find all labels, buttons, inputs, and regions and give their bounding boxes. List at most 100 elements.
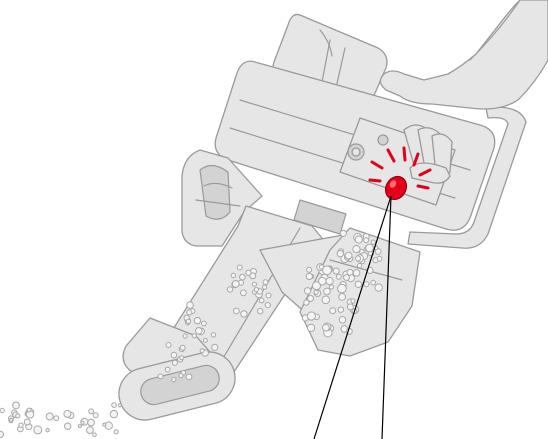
- debris-particle: [88, 419, 95, 426]
- debris-particle: [307, 267, 312, 272]
- debris-particle: [19, 423, 23, 427]
- debris-particle: [64, 410, 71, 417]
- debris-particle: [240, 274, 246, 280]
- debris-particle: [16, 414, 20, 418]
- debris-particle: [46, 413, 53, 420]
- debris-particle: [263, 280, 268, 285]
- debris-particle: [166, 343, 171, 348]
- debris-particle: [114, 430, 118, 434]
- debris-particle: [338, 307, 343, 312]
- debris-particle: [330, 308, 336, 314]
- debris-particle: [375, 284, 382, 291]
- debris-particle: [232, 281, 239, 288]
- debris-particle: [307, 312, 315, 320]
- debris-particle: [241, 290, 247, 296]
- debris-particle: [254, 288, 258, 292]
- debris-particle: [227, 287, 232, 292]
- debris-particle: [183, 334, 187, 338]
- debris-particle: [203, 338, 207, 342]
- debris-particle: [366, 244, 374, 252]
- debris-particle: [371, 240, 375, 244]
- debris-particle: [347, 269, 353, 275]
- debris-particle: [200, 349, 204, 353]
- debris-particle: [319, 277, 327, 285]
- debris-particle: [314, 290, 318, 294]
- debris-particle: [87, 427, 94, 434]
- debris-particle: [103, 423, 106, 426]
- debris-particle: [355, 281, 361, 287]
- debris-particle: [172, 378, 176, 382]
- debris-particle: [180, 356, 184, 360]
- debris-particle: [355, 236, 362, 243]
- debris-particle: [24, 419, 30, 425]
- debris-particle: [266, 293, 271, 298]
- debris-particle: [231, 273, 235, 277]
- debris-particle: [241, 311, 247, 317]
- debris-particle: [356, 256, 361, 261]
- debris-particle: [250, 273, 256, 279]
- debris-particle: [339, 294, 346, 301]
- debris-particle: [93, 433, 97, 437]
- debris-particle: [351, 299, 355, 303]
- debris-particle: [118, 404, 121, 407]
- debris-particle: [172, 360, 177, 365]
- debris-particle: [307, 324, 314, 331]
- debris-particle: [202, 321, 207, 326]
- debris-particle: [364, 238, 369, 243]
- debris-particle: [258, 309, 263, 314]
- debris-particle: [322, 296, 330, 304]
- debris-particle: [110, 410, 117, 417]
- debris-particle: [259, 298, 264, 303]
- debris-particle: [212, 344, 218, 350]
- debris-particle: [357, 263, 361, 267]
- debris-particle: [27, 408, 31, 412]
- debris-particle: [187, 302, 194, 309]
- debris-particle: [54, 416, 59, 421]
- debris-particle: [187, 310, 192, 315]
- debris-particle: [81, 421, 84, 424]
- debris-particle: [186, 374, 192, 380]
- debris-particle: [337, 250, 343, 256]
- debris-particle: [158, 374, 163, 379]
- debris-particle: [112, 403, 117, 408]
- debris-particle: [364, 282, 369, 287]
- debris-particle: [180, 345, 185, 350]
- debris-particle: [252, 282, 256, 286]
- debris-particle: [306, 273, 312, 279]
- debris-particle: [65, 423, 71, 429]
- debris-particle: [371, 280, 376, 285]
- debris-particle: [319, 265, 323, 269]
- debris-particle: [353, 270, 360, 277]
- debris-particle: [304, 288, 310, 294]
- debris-particle: [105, 422, 112, 429]
- debris-particle: [0, 431, 4, 437]
- debris-particle: [329, 285, 333, 289]
- debris-particle: [324, 288, 331, 295]
- debris-particle: [171, 352, 177, 358]
- debris-particle: [336, 274, 341, 279]
- debris-particle: [196, 328, 203, 335]
- debris-particle: [340, 230, 346, 236]
- debris-particle: [192, 334, 196, 338]
- debris-particle: [13, 402, 20, 409]
- debris-particle: [211, 333, 215, 337]
- debris-particle: [93, 413, 98, 418]
- debris-particle: [339, 317, 346, 324]
- debris-particle: [194, 317, 200, 323]
- debris-particle: [338, 284, 347, 293]
- debris-particle: [234, 308, 240, 314]
- debris-particle: [78, 425, 81, 428]
- debris-particle: [353, 246, 360, 253]
- debris-particle: [304, 300, 309, 305]
- debris-particle: [265, 303, 270, 308]
- debris-particle: [89, 409, 94, 414]
- debris-particle: [165, 367, 170, 372]
- debris-particle: [373, 258, 378, 263]
- debris-particle: [46, 429, 49, 432]
- debris-particle: [0, 408, 4, 412]
- debris-particle: [179, 374, 183, 378]
- debris-particle: [333, 268, 339, 274]
- debris-particle: [345, 252, 352, 259]
- debris-particle: [323, 324, 330, 331]
